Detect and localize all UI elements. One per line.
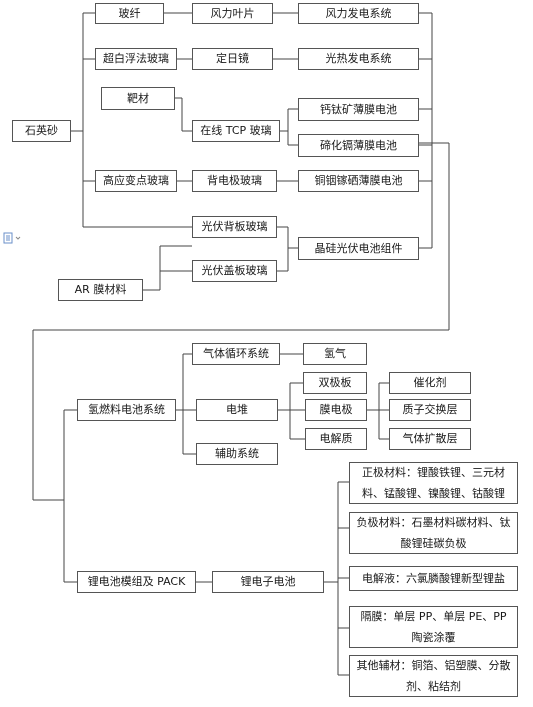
node-beidianji-boli: 背电极玻璃 bbox=[192, 170, 277, 192]
node-qita-fucai: 其他辅材：铜箔、铝塑膜、分散剂、粘结剂 bbox=[349, 655, 518, 697]
node-dingrijing: 定日镜 bbox=[192, 48, 273, 70]
node-jinggui-zujian: 晶硅光伏电池组件 bbox=[298, 237, 419, 260]
node-tehuage: 碲化镉薄膜电池 bbox=[298, 134, 419, 157]
node-ar-mo: AR 膜材料 bbox=[58, 279, 143, 301]
node-shiyingsha: 石英砂 bbox=[12, 120, 71, 142]
node-zaixian-tcp: 在线 TCP 玻璃 bbox=[192, 120, 280, 142]
node-zhizi-jiaohuan: 质子交换层 bbox=[389, 399, 471, 421]
node-dianjiezhi: 电解质 bbox=[305, 428, 367, 450]
node-gaitaikuang: 钙钛矿薄膜电池 bbox=[298, 98, 419, 121]
node-fengli-fadian: 风力发电系统 bbox=[298, 3, 419, 24]
node-shuangjiban: 双极板 bbox=[303, 372, 367, 394]
node-chaobai-boli: 超白浮法玻璃 bbox=[95, 48, 177, 70]
node-dianjieye: 电解液：六氯膦酸锂新型锂盐 bbox=[349, 566, 518, 591]
node-guangfu-gaiban: 光伏盖板玻璃 bbox=[192, 260, 277, 282]
node-fuzhu-xitong: 辅助系统 bbox=[196, 443, 278, 465]
node-bacai: 靶材 bbox=[101, 87, 175, 110]
node-qiti-xunhuan: 气体循环系统 bbox=[192, 343, 280, 365]
node-qingqi: 氢气 bbox=[303, 343, 367, 365]
node-modianji: 膜电极 bbox=[305, 399, 367, 421]
node-qingranliao: 氢燃料电池系统 bbox=[77, 399, 176, 421]
node-qiti-kuosan: 气体扩散层 bbox=[389, 428, 471, 450]
node-tongyinjiaxi: 铜铟镓硒薄膜电池 bbox=[298, 170, 419, 192]
node-lidianzi: 锂电子电池 bbox=[212, 571, 324, 593]
node-boxian: 玻纤 bbox=[95, 3, 164, 24]
node-guangfu-beiban: 光伏背板玻璃 bbox=[192, 216, 277, 238]
node-gemo: 隔膜：单层 PP、单层 PE、PP陶瓷涂覆 bbox=[349, 606, 518, 648]
node-cuihuaji: 催化剂 bbox=[389, 372, 471, 394]
node-litdianchi-mozu: 锂电池模组及 PACK bbox=[77, 571, 196, 593]
node-fengli-yepian: 风力叶片 bbox=[192, 3, 273, 24]
doc-glyph bbox=[3, 232, 21, 244]
node-fuji: 负极材料：石墨材料碳材料、钛酸锂硅碳负极 bbox=[349, 512, 518, 554]
node-zhengji: 正极材料：锂酸铁锂、三元材料、锰酸锂、镍酸锂、钴酸锂 bbox=[349, 462, 518, 504]
node-guangre-fadian: 光热发电系统 bbox=[298, 48, 419, 70]
node-diandui: 电堆 bbox=[196, 399, 278, 421]
node-gaoyingbian-boli: 高应变点玻璃 bbox=[95, 170, 177, 192]
doc-icon[interactable] bbox=[3, 232, 27, 244]
